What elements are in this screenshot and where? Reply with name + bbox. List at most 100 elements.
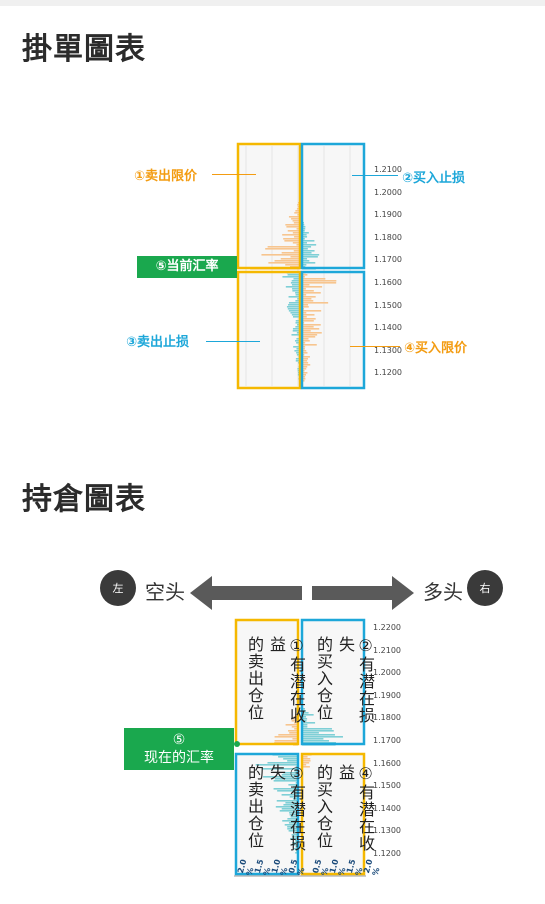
orderbook-bar — [302, 304, 309, 306]
position-bar — [291, 720, 298, 722]
orderbook-bar — [295, 292, 300, 294]
orderbook-bar — [287, 274, 300, 276]
orderbook-bar — [302, 340, 310, 342]
orderbook-bar — [291, 314, 300, 316]
position-bar — [289, 814, 298, 816]
position-bar — [283, 804, 298, 806]
y-tick-label: 1.1900 — [373, 690, 401, 700]
orderbook-bar — [302, 288, 306, 290]
orderbook-bar — [293, 222, 300, 224]
position-bar — [294, 832, 298, 834]
q-bg — [302, 144, 364, 268]
position-bar — [273, 780, 298, 782]
orderbook-bar — [302, 280, 337, 282]
arrow-left-icon — [190, 576, 302, 610]
q1-line1: ①有潜在收益 — [267, 636, 306, 724]
orderbook-bar — [296, 208, 300, 210]
orderbook-bar — [302, 298, 312, 300]
orderbook-bar — [302, 356, 310, 358]
y-tick-label: 1.1300 — [373, 826, 401, 836]
orderbook-bar — [295, 326, 300, 328]
orderbook-bar — [290, 282, 300, 284]
y-tick-label: 1.1200 — [373, 849, 401, 858]
orderbook-bar — [294, 236, 300, 238]
position-bar — [292, 792, 298, 794]
orderbook-bar — [294, 212, 300, 214]
orderbook-bar — [285, 264, 300, 266]
orderbook-bar — [302, 368, 307, 370]
y-tick-label: 1.1300 — [374, 345, 402, 355]
orderbook-bar — [302, 352, 308, 354]
orderbook-bar — [302, 256, 318, 258]
orderbook-bar — [302, 296, 316, 298]
position-bar — [283, 758, 298, 760]
position-bar — [289, 812, 298, 814]
q4-line2: 的买入仓位 — [314, 764, 333, 849]
position-bar — [291, 836, 298, 838]
right-badge: 右 — [467, 570, 503, 606]
orderbook-bar — [274, 260, 300, 262]
orderbook-bar — [302, 314, 315, 316]
orderbook-bar — [302, 284, 310, 286]
orderbook-bar — [302, 312, 307, 314]
position-bar — [255, 764, 298, 766]
orderbook-chart-svg — [236, 142, 366, 390]
orderbook-bar — [302, 236, 308, 238]
orderbook-bar — [293, 346, 300, 348]
q-bg — [236, 620, 298, 744]
orderbook-bar — [302, 380, 305, 382]
orderbook-bar — [302, 342, 306, 344]
orderbook-bar — [282, 276, 300, 278]
orderbook-bar — [292, 328, 300, 330]
orderbook-bar — [302, 302, 329, 304]
orderbook-bar — [267, 246, 300, 248]
orderbook-bar — [296, 228, 300, 230]
buy-limit-leader — [350, 346, 400, 347]
y-tick-label: 1.1700 — [373, 736, 401, 745]
position-bar — [302, 738, 324, 740]
orderbook-bar — [302, 370, 305, 372]
position-bar — [291, 844, 298, 846]
position-bar — [294, 848, 298, 850]
q4-border — [300, 752, 366, 876]
orderbook-bar — [302, 316, 307, 318]
position-bar — [291, 726, 298, 728]
positions-chart — [234, 618, 366, 900]
orderbook-bar — [292, 288, 300, 290]
orderbook-bar — [302, 346, 306, 348]
orderbook-bar — [302, 326, 314, 328]
orderbook-bar — [302, 276, 305, 278]
position-bar — [302, 734, 335, 736]
position-bar — [302, 732, 319, 734]
orderbook-bar — [292, 242, 300, 244]
orderbook-bar — [288, 310, 300, 312]
q3-line2: 的卖出仓位 — [245, 764, 264, 849]
orderbook-bar — [302, 232, 309, 234]
q1-line2: 的卖出仓位 — [245, 636, 264, 721]
position-bar — [283, 772, 298, 774]
y-tick-label: 1.1600 — [373, 758, 401, 768]
orderbook-bar — [302, 338, 309, 340]
y-tick-label: 1.2100 — [373, 645, 401, 655]
y-tick-label: 1.1400 — [373, 803, 401, 813]
position-bar — [294, 728, 298, 730]
q4-border — [300, 270, 366, 390]
orderbook-bar — [302, 242, 307, 244]
orderbook-bar — [292, 220, 300, 222]
orderbook-bar — [302, 336, 316, 338]
orderbook-bar — [296, 244, 300, 246]
current-rate-num: ⑤ — [172, 732, 186, 748]
position-bar — [295, 846, 298, 848]
orderbook-bar — [302, 252, 312, 254]
position-bar — [302, 712, 309, 714]
position-bar — [290, 816, 298, 818]
orderbook-bar — [290, 256, 300, 258]
q-bg — [238, 272, 300, 388]
orderbook-bar — [292, 232, 300, 234]
q1-border — [234, 618, 300, 746]
orderbook-bar — [302, 364, 311, 366]
position-bar — [287, 828, 298, 830]
long-label: 多头 — [423, 580, 463, 604]
position-bar — [279, 810, 298, 812]
position-bar — [287, 826, 298, 828]
